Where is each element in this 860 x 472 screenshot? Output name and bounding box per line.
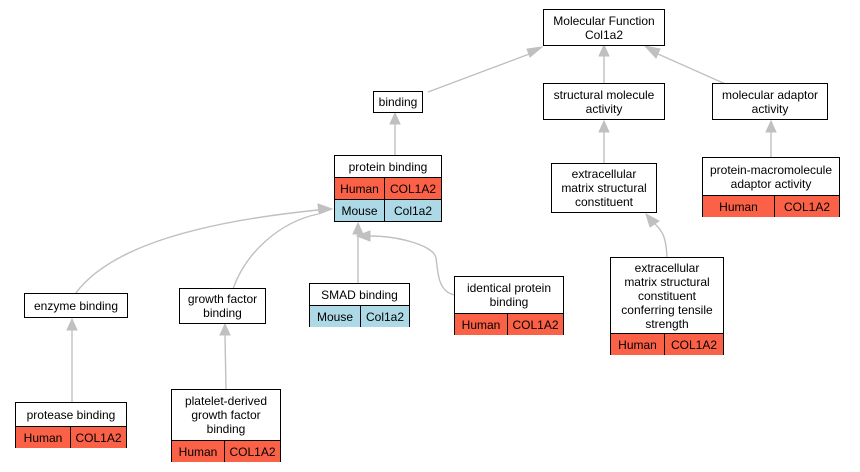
annotation-row: Mouse Col1a2: [310, 305, 409, 327]
arrowhead-ipb-pb: [355, 230, 371, 242]
species-cell: Human: [618, 337, 657, 352]
arrowhead-pmaa-maa: [765, 119, 777, 133]
arrowhead-sma-mf: [598, 43, 610, 57]
node-extracellular-matrix-structural-constituent[interactable]: extracellular matrix structural constitu…: [551, 163, 657, 213]
species-cell: Human: [340, 181, 379, 196]
arrowhead-emscts-emsc: [645, 212, 660, 228]
node-molecular-adaptor-activity[interactable]: molecular adaptor activity: [712, 83, 828, 120]
node-smad-binding[interactable]: SMAD binding Mouse Col1a2: [309, 283, 410, 327]
annotation-row: Human COL1A2: [455, 313, 563, 335]
arrowhead-prb-eb: [66, 317, 78, 331]
node-title: identical protein binding: [466, 281, 552, 309]
node-platelet-derived-growth-factor-binding[interactable]: platelet-derived growth factor binding H…: [171, 389, 281, 462]
node-molecular-function[interactable]: Molecular Function Col1a2: [543, 9, 665, 46]
node-title: protein-macromolecule adaptor activity: [709, 162, 833, 191]
node-title: platelet-derived growth factor binding: [184, 394, 268, 436]
node-title: binding: [378, 95, 418, 109]
edge-maa-mf: [657, 53, 731, 87]
species-cell: Human: [178, 444, 218, 459]
arrowhead-pb-binding: [389, 111, 401, 125]
node-title: molecular adaptor activity: [721, 87, 819, 116]
species-cell: Mouse: [341, 203, 378, 218]
arrowhead-maa-mf: [643, 45, 661, 59]
annotation-row: Human COL1A2: [172, 440, 280, 462]
gene-cell: COL1A2: [224, 441, 280, 462]
species-cell: Human: [719, 199, 758, 214]
arrowhead-eb-pb: [317, 203, 334, 215]
node-identical-protein-binding[interactable]: identical protein binding Human COL1A2: [454, 276, 564, 335]
annotation-row: Human COL1A2: [16, 426, 126, 448]
edge-emscts-emsc: [654, 223, 668, 258]
gene-cell: Col1a2: [360, 306, 409, 327]
node-title: enzyme binding: [33, 298, 119, 313]
node-structural-molecule-activity[interactable]: structural molecule activity: [543, 83, 665, 120]
node-title: extracellular matrix structural constitu…: [621, 260, 713, 331]
gene-cell: COL1A2: [384, 178, 441, 199]
annotation-row: Human COL1A2: [703, 195, 839, 217]
gene-cell: COL1A2: [70, 427, 126, 448]
gene-cell: COL1A2: [664, 334, 723, 355]
arrowhead-binding-mf: [526, 46, 544, 58]
node-binding[interactable]: binding: [373, 91, 423, 113]
node-enzyme-binding[interactable]: enzyme binding: [24, 293, 128, 318]
species-cell: Mouse: [316, 309, 354, 324]
species-cell: Human: [461, 317, 501, 332]
node-protein-binding[interactable]: protein binding Human COL1A2 Mouse Col1a…: [334, 155, 442, 222]
node-growth-factor-binding[interactable]: growth factor binding: [179, 288, 266, 324]
node-title: structural molecule activity: [553, 87, 655, 116]
gene-cell: COL1A2: [774, 196, 839, 217]
node-title: protein binding: [348, 159, 428, 174]
edge-eb-pb: [74, 209, 319, 295]
node-protease-binding[interactable]: protease binding Human COL1A2: [15, 402, 127, 448]
node-title: extracellular matrix structural constitu…: [561, 167, 647, 209]
species-cell: Human: [23, 430, 63, 445]
node-ecm-structural-constituent-tensile-strength[interactable]: extracellular matrix structural constitu…: [610, 257, 724, 355]
gene-cell: COL1A2: [507, 314, 563, 335]
node-title: Molecular Function Col1a2: [553, 13, 655, 42]
arrowhead-pdgfb-gfb: [219, 322, 231, 336]
annotation-row: Human COL1A2: [611, 333, 723, 355]
arrowhead-smad-pb: [352, 221, 364, 235]
node-protein-macromolecule-adaptor-activity[interactable]: protein-macromolecule adaptor activity H…: [702, 157, 840, 217]
edge-binding-mf: [427, 52, 533, 93]
gene-cell: Col1a2: [384, 200, 441, 221]
node-title: growth factor binding: [187, 292, 258, 320]
edge-ipb-pb: [369, 235, 456, 296]
arrowhead-emsc-sma: [598, 119, 610, 133]
annotation-row: Mouse Col1a2: [335, 199, 441, 221]
edge-pdgfb-gfb: [224, 334, 227, 391]
annotation-row: Human COL1A2: [335, 177, 441, 199]
node-title: SMAD binding: [321, 287, 398, 302]
node-title: protease binding: [26, 407, 116, 422]
edge-gfb-pb: [232, 213, 319, 290]
